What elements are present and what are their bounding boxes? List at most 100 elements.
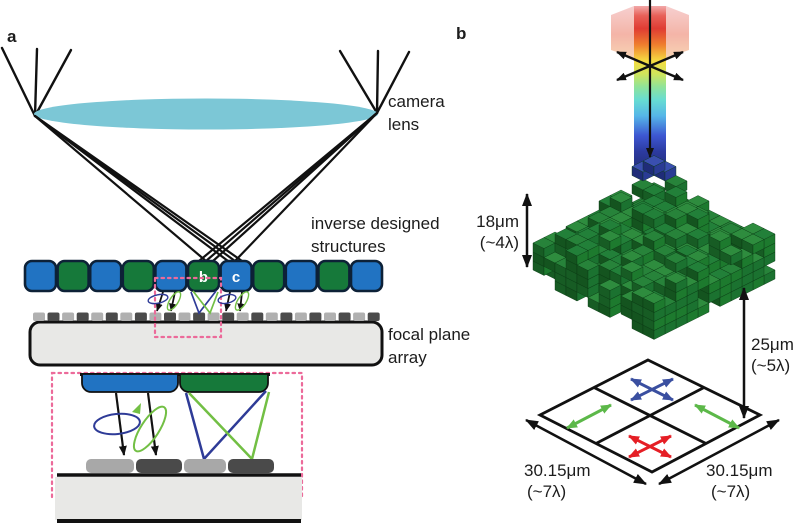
height-dim-value: 18μm — [476, 212, 519, 231]
structure-c-tag: c — [232, 269, 240, 286]
voxel-face — [741, 233, 765, 246]
fpa-pixel — [178, 312, 191, 321]
inset-pixel — [228, 459, 274, 473]
camera-lens-shape — [34, 98, 378, 130]
light-ray — [0, 46, 37, 118]
structure-blue — [154, 259, 188, 293]
width-right-value: 30.15μm — [706, 461, 773, 480]
voxel-structure — [532, 155, 776, 340]
fpa-pixel — [33, 312, 45, 321]
light-ray — [211, 111, 379, 263]
structure-green — [56, 259, 90, 293]
structure-blue — [88, 259, 123, 293]
structure-green — [251, 259, 286, 293]
light-ray — [338, 49, 379, 115]
focus-cone-blue — [190, 290, 217, 315]
circular-polarization-icon — [217, 293, 237, 305]
height-dim-wavelengths: (~4λ) — [480, 233, 519, 252]
fpa-pixel — [309, 312, 322, 321]
light-ray — [375, 49, 380, 115]
magnified-inset — [50, 371, 304, 523]
fpa-pixel — [236, 312, 249, 321]
focal-distance-value: 25μm — [751, 335, 794, 354]
voxel-face — [686, 261, 710, 273]
focus-arrow — [146, 392, 159, 456]
fpa-pixel — [134, 312, 147, 321]
camera-lens-label-line2: lens — [388, 115, 419, 134]
fpa-pixel — [280, 312, 293, 321]
voxel-face — [642, 230, 666, 242]
width-left-wavelengths: (~7λ) — [527, 482, 566, 501]
fpa-pixel — [367, 312, 380, 321]
voxel-face — [664, 186, 688, 198]
structure-blue — [284, 259, 319, 293]
inset-structure-blue — [81, 373, 179, 393]
structure-green — [186, 259, 221, 293]
fpa-label-line1: focal plane — [388, 325, 470, 344]
voxel-face — [653, 244, 677, 257]
blue-cross-arrow — [630, 377, 674, 402]
fpa-pixel — [207, 312, 220, 321]
structures-row — [23, 259, 384, 293]
fpa-pixel — [353, 312, 366, 321]
light-ray — [33, 47, 39, 118]
voxel-face — [532, 237, 556, 249]
circular-polarization-icon — [147, 293, 169, 305]
light-ray — [33, 114, 208, 263]
voxel-face — [664, 272, 688, 284]
fpa-pixel — [222, 312, 235, 321]
voxel-face — [664, 252, 688, 264]
panel-b-label: b — [456, 24, 466, 43]
light-ray — [375, 50, 411, 115]
structure-blue — [219, 259, 253, 293]
fpa-pixel — [164, 312, 176, 321]
polarization-arrow-tip — [132, 403, 141, 414]
fpa-pixel — [120, 312, 133, 321]
focal-distance-wavelengths: (~5λ) — [751, 356, 790, 375]
fpa-pixel — [265, 312, 278, 321]
voxel-face — [708, 230, 732, 242]
focus-arrow — [114, 392, 127, 456]
fpa-pixel — [324, 312, 336, 321]
voxel-face — [576, 259, 600, 271]
fpa-label-line2: array — [388, 348, 427, 367]
structure-green — [121, 259, 156, 293]
inset-structure-green — [179, 373, 269, 393]
focal-plane-array — [28, 320, 384, 367]
circular-polarization-icon — [234, 291, 250, 311]
light-ray — [33, 48, 73, 118]
inset-pixel — [184, 459, 226, 473]
camera-lens-label-line1: camera — [388, 92, 445, 111]
width-left-value: 30.15μm — [524, 461, 591, 480]
mini-polarization-glyphs — [147, 290, 250, 315]
width-dimension-arrow-right — [658, 418, 780, 486]
focus-arrow — [155, 291, 164, 312]
fpa-pixel — [91, 312, 104, 321]
light-ray — [233, 111, 379, 263]
beam-side-fin — [666, 6, 689, 58]
focused-rays — [33, 111, 379, 263]
circular-polarization-icon — [93, 412, 141, 436]
structure-blue — [349, 259, 384, 293]
light-ray — [33, 114, 244, 263]
voxel-face — [686, 228, 710, 240]
focus-arrow — [169, 291, 176, 312]
voxel-face — [598, 230, 622, 242]
voxel-face — [664, 228, 688, 240]
voxel-face — [642, 208, 666, 220]
voxel-face — [686, 208, 710, 220]
fpa-pixel — [294, 312, 307, 321]
structure-green — [317, 259, 351, 293]
fpa-pixel — [62, 312, 75, 321]
sensor-substrate — [55, 477, 302, 520]
fpa-pixel — [105, 312, 118, 321]
voxel-face — [620, 261, 644, 273]
voxel-face — [565, 244, 589, 257]
incoming-ray-fan-right — [338, 49, 411, 115]
voxel-face — [609, 191, 633, 204]
inset-pixel — [136, 459, 182, 473]
voxel-face — [598, 279, 622, 291]
inset-pixel — [86, 459, 134, 473]
